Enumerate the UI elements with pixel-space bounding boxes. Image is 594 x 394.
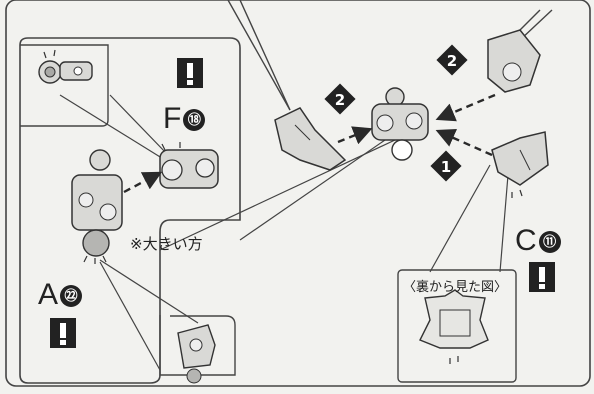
inset-box-bottom — [159, 315, 236, 376]
left-detail-panel — [19, 37, 241, 384]
central-joint-part — [371, 87, 429, 161]
arrow-step2-right — [435, 93, 496, 122]
svg-text:2: 2 — [335, 91, 345, 109]
part-c11 — [491, 131, 549, 198]
inset-box-top — [20, 44, 109, 127]
arrow-step1 — [435, 129, 493, 157]
step-2-badge-left: 2 — [324, 83, 356, 115]
label-f-number: ⑱ — [183, 109, 206, 132]
ball-joint-part-inset — [38, 49, 93, 84]
warning-icon-f — [177, 58, 203, 88]
warning-icon-c — [529, 262, 555, 292]
step-2-badge-top: 2 — [436, 44, 468, 76]
svg-text:2: 2 — [447, 52, 457, 70]
armor-part-top-right — [487, 29, 541, 93]
back-view-part — [419, 289, 489, 364]
note-large-side: ※大きい方 — [130, 235, 203, 253]
armor-part-left — [274, 107, 347, 171]
svg-text:1: 1 — [441, 158, 451, 176]
arrow-a-to-f — [123, 171, 163, 194]
label-c-number: ⑪ — [538, 231, 561, 254]
label-f-letter: F — [163, 102, 182, 135]
warning-icon-a — [50, 318, 76, 348]
part-f18 — [159, 142, 219, 189]
outer-frame — [5, 0, 591, 387]
part-a22-assembly — [71, 149, 123, 264]
label-a-letter: A — [38, 278, 59, 311]
inset-bottom-part — [177, 324, 216, 384]
label-a-number: ㉒ — [60, 285, 83, 308]
label-c-letter: C — [515, 224, 537, 257]
step-1-badge: 1 — [430, 150, 462, 182]
callout-line-top — [227, 0, 291, 111]
caption-back-view: 〈裏から見た図〉 — [403, 280, 508, 295]
arrow-step2-left — [337, 126, 373, 145]
back-view-box — [397, 269, 517, 383]
